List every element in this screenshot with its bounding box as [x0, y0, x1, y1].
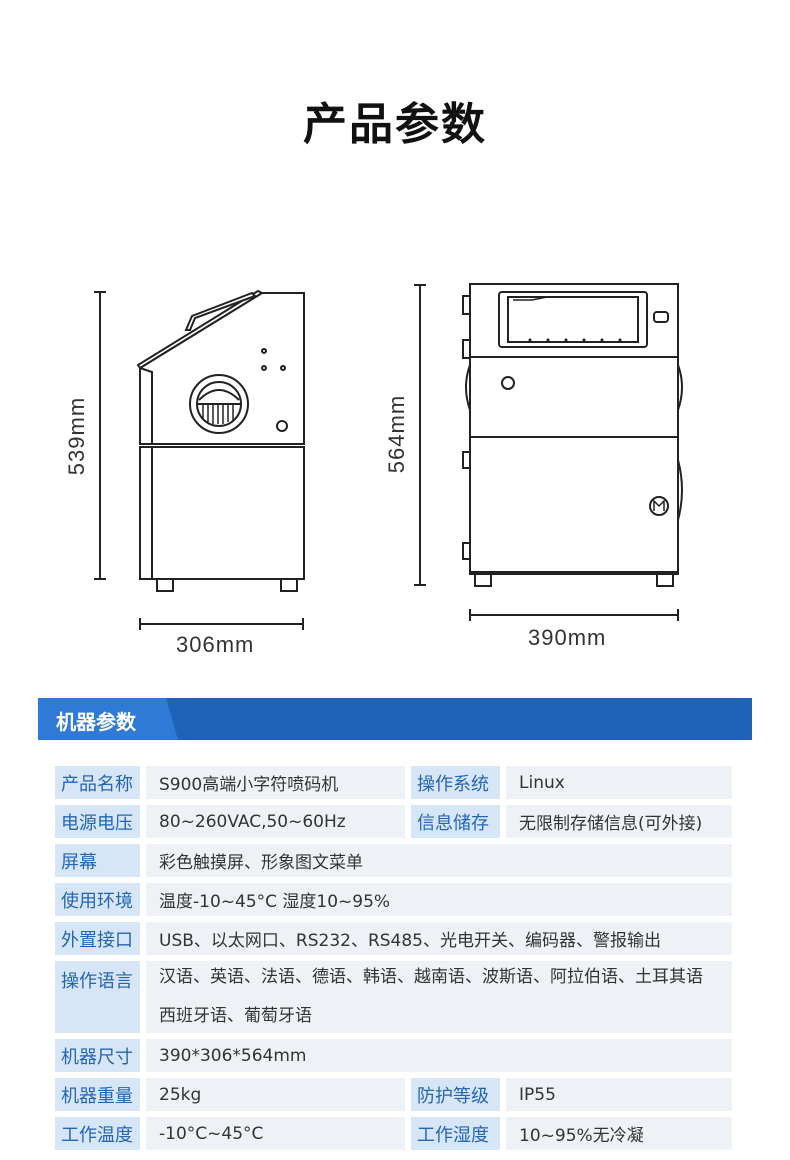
- spec-row-interfaces: 外置接口 USB、以太网口、RS232、RS485、光电开关、编码器、警报输出: [55, 922, 732, 955]
- spec-label: 屏幕: [55, 844, 140, 877]
- side-width-label: 306mm: [176, 632, 255, 657]
- section-header-tab: 机器参数: [38, 698, 178, 740]
- spec-value-line: 西班牙语、葡萄牙语: [159, 1006, 312, 1026]
- page-title: 产品参数: [303, 99, 487, 150]
- spec-row-languages: 操作语言 汉语、英语、法语、德语、韩语、越南语、波斯语、阿拉伯语、土耳其语 西班…: [55, 961, 732, 1033]
- spec-label: 防护等级: [411, 1078, 500, 1111]
- spec-value: S900高端小字符喷码机: [146, 766, 405, 799]
- front-view-machine: [462, 283, 683, 587]
- spec-value: IP55: [506, 1078, 732, 1111]
- spec-label: 工作温度: [55, 1117, 140, 1150]
- spec-row-screen: 屏幕 彩色触摸屏、形象图文菜单: [55, 844, 732, 877]
- spec-value-line: 汉语、英语、法语、德语、韩语、越南语、波斯语、阿拉伯语、土耳其语: [159, 967, 703, 987]
- side-view-machine: [136, 289, 305, 592]
- spec-value: 无限制存储信息(可外接): [506, 805, 732, 838]
- spec-value: 10~95%无冷凝: [506, 1117, 732, 1150]
- spec-value: 390*306*564mm: [146, 1039, 732, 1072]
- front-height-label: 564mm: [384, 394, 409, 474]
- front-width-label: 390mm: [528, 625, 607, 650]
- side-width-dimension: [139, 618, 304, 630]
- spec-value: 温度-10~45°C 湿度10~95%: [146, 883, 732, 916]
- spec-row-product: 产品名称 S900高端小字符喷码机 操作系统 Linux: [55, 766, 732, 799]
- spec-row-weight: 机器重量 25kg 防护等级 IP55: [55, 1078, 732, 1111]
- spec-label: 工作湿度: [411, 1117, 500, 1150]
- spec-value: 汉语、英语、法语、德语、韩语、越南语、波斯语、阿拉伯语、土耳其语 西班牙语、葡萄…: [146, 961, 732, 1033]
- spec-label: 外置接口: [55, 922, 140, 955]
- spec-value: USB、以太网口、RS232、RS485、光电开关、编码器、警报输出: [146, 922, 732, 955]
- spec-row-environment: 使用环境 温度-10~45°C 湿度10~95%: [55, 883, 732, 916]
- spec-value: Linux: [506, 766, 732, 799]
- spec-row-size: 机器尺寸 390*306*564mm: [55, 1039, 732, 1072]
- spec-row-voltage: 电源电压 80~260VAC,50~60Hz 信息储存 无限制存储信息(可外接): [55, 805, 732, 838]
- side-height-dimension: [94, 291, 106, 580]
- spec-value: 25kg: [146, 1078, 405, 1111]
- spec-value: -10°C~45°C: [146, 1117, 405, 1150]
- spec-label: 电源电压: [55, 805, 140, 838]
- spec-value: 彩色触摸屏、形象图文菜单: [146, 844, 732, 877]
- spec-label: 产品名称: [55, 766, 140, 799]
- front-height-dimension: [414, 284, 426, 586]
- spec-label: 机器重量: [55, 1078, 140, 1111]
- spec-value: 80~260VAC,50~60Hz: [146, 805, 405, 838]
- front-width-dimension: [469, 609, 679, 621]
- side-height-label: 539mm: [64, 396, 89, 476]
- spec-label: 机器尺寸: [55, 1039, 140, 1072]
- spec-label: 操作语言: [55, 961, 140, 1033]
- section-title: 机器参数: [56, 710, 136, 734]
- machine-drawings: [94, 283, 683, 630]
- spec-label: 信息储存: [411, 805, 500, 838]
- spec-label: 使用环境: [55, 883, 140, 916]
- spec-row-work-conditions: 工作温度 -10°C~45°C 工作湿度 10~95%无冷凝: [55, 1117, 732, 1150]
- spec-label: 操作系统: [411, 766, 500, 799]
